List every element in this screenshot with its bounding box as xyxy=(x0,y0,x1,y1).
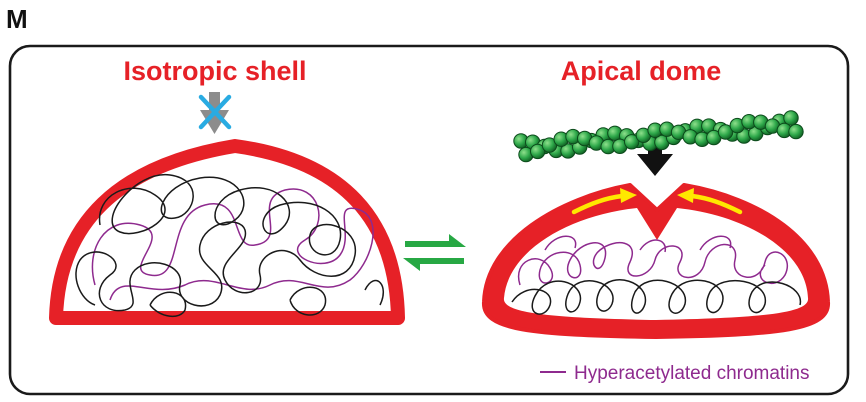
left-title: Isotropic shell xyxy=(123,56,306,86)
legend-label: Hyperacetylated chromatins xyxy=(574,363,810,384)
equilibrium-arrows-icon xyxy=(403,234,466,271)
isotropic-nucleus xyxy=(56,92,398,318)
actin-bead xyxy=(789,124,803,138)
right-title: Apical dome xyxy=(561,56,722,86)
apical-dome-nucleus xyxy=(484,132,828,337)
legend: Hyperacetylated chromatins xyxy=(540,363,810,384)
